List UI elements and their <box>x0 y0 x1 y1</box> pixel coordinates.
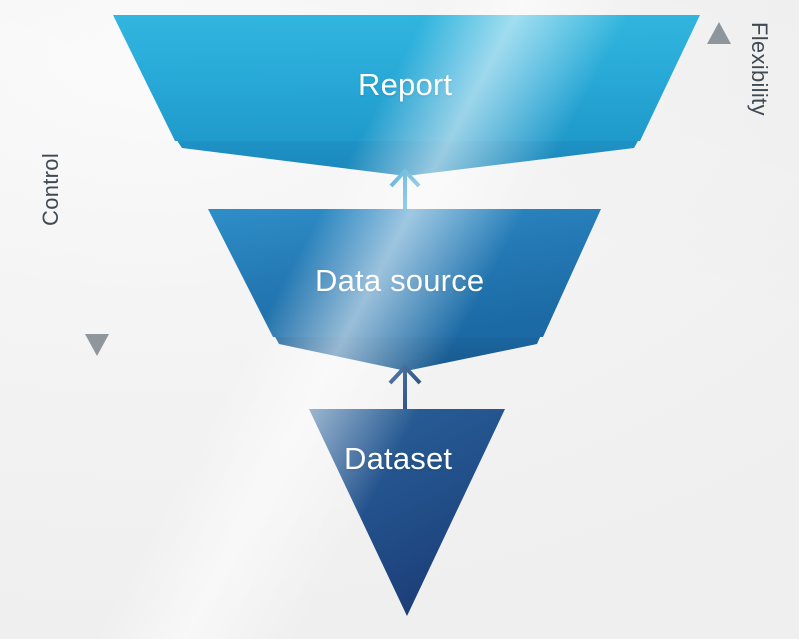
dataset-shape <box>309 409 505 616</box>
data-source-shadow-shape <box>274 335 541 371</box>
funnel-stage-report[interactable] <box>113 15 700 176</box>
axis-control <box>85 22 109 356</box>
funnel-stage-dataset[interactable] <box>309 409 505 616</box>
report-shape <box>113 15 700 141</box>
control-arrowhead-down-icon <box>85 334 109 356</box>
connector-dataset-to-data-source <box>388 364 422 411</box>
funnel-stage-data-source[interactable] <box>208 209 601 371</box>
axis-label-control: Control <box>38 152 63 226</box>
data-source-shape <box>208 209 601 337</box>
report-shadow-shape <box>176 139 639 176</box>
axis-label-flexibility: Flexibility <box>747 22 772 116</box>
axis-flexibility <box>707 22 731 352</box>
connector-data-source-to-report <box>389 168 421 213</box>
flexibility-arrowhead-up-icon <box>707 22 731 44</box>
arrow-up-to-report-head <box>389 168 421 188</box>
arrow-up-to-data-source-head <box>388 364 422 385</box>
